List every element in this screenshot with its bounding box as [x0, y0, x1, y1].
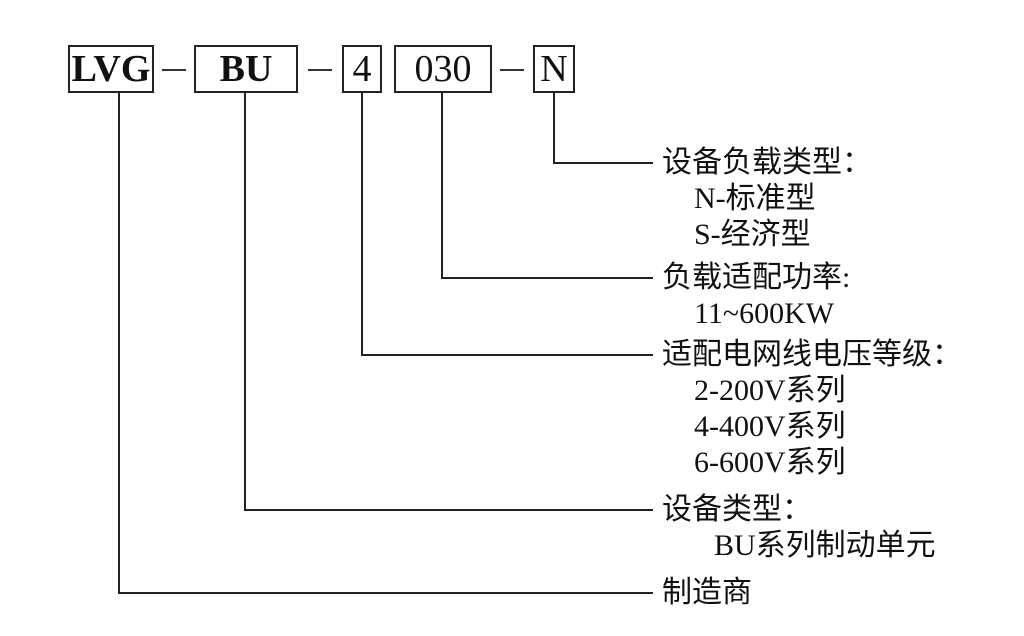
desc-power-title: 负载适配功率: — [662, 261, 851, 294]
desc-manufacturer: 制造商 — [662, 575, 752, 611]
connector-load-type-vertical — [553, 93, 555, 164]
connector-voltage-vertical — [361, 93, 363, 356]
code-manufacturer: LVG — [71, 48, 151, 90]
code-power: 030 — [414, 48, 472, 90]
desc-voltage-option-600v: 6-600V系列 — [694, 446, 846, 479]
code-device-type: BU — [219, 48, 273, 90]
separator-1 — [162, 69, 186, 71]
code-voltage-class: 4 — [352, 48, 372, 90]
code-box-load-type: N — [533, 45, 575, 93]
separator-2 — [308, 69, 332, 71]
connector-manufacturer-vertical — [118, 93, 120, 594]
code-box-voltage-class: 4 — [342, 45, 382, 93]
separator-3 — [500, 69, 524, 71]
desc-voltage-class-title: 适配电网线电压等级： — [662, 338, 962, 371]
desc-manufacturer-title: 制造商 — [662, 576, 752, 609]
code-box-manufacturer: LVG — [68, 45, 154, 93]
code-load-type: N — [540, 48, 568, 90]
connector-device-type-horizontal — [244, 509, 653, 511]
desc-voltage-option-200v: 2-200V系列 — [694, 374, 846, 407]
desc-voltage-option-400v: 4-400V系列 — [694, 410, 846, 443]
desc-device-type: 设备类型： BU系列制动单元 — [662, 492, 936, 564]
connector-power-vertical — [441, 93, 443, 279]
connector-load-type-horizontal — [553, 162, 653, 164]
desc-voltage-class: 适配电网线电压等级： 2-200V系列 4-400V系列 6-600V系列 — [662, 337, 962, 481]
connector-power-horizontal — [441, 277, 653, 279]
desc-load-type-title: 设备负载类型： — [662, 146, 872, 179]
code-box-power: 030 — [394, 45, 492, 93]
desc-power-range: 11~600KW — [694, 297, 835, 330]
desc-power: 负载适配功率: 11~600KW — [662, 260, 850, 332]
desc-device-type-option: BU系列制动单元 — [714, 529, 936, 562]
desc-load-type-option-economy: S-经济型 — [694, 218, 811, 251]
connector-manufacturer-horizontal — [118, 592, 653, 594]
desc-device-type-title: 设备类型： — [662, 493, 812, 526]
desc-load-type: 设备负载类型： N-标准型 S-经济型 — [662, 145, 872, 253]
connector-voltage-horizontal — [361, 354, 653, 356]
connector-device-type-vertical — [244, 93, 246, 511]
code-box-device-type: BU — [194, 45, 298, 93]
desc-load-type-option-standard: N-标准型 — [694, 182, 816, 215]
